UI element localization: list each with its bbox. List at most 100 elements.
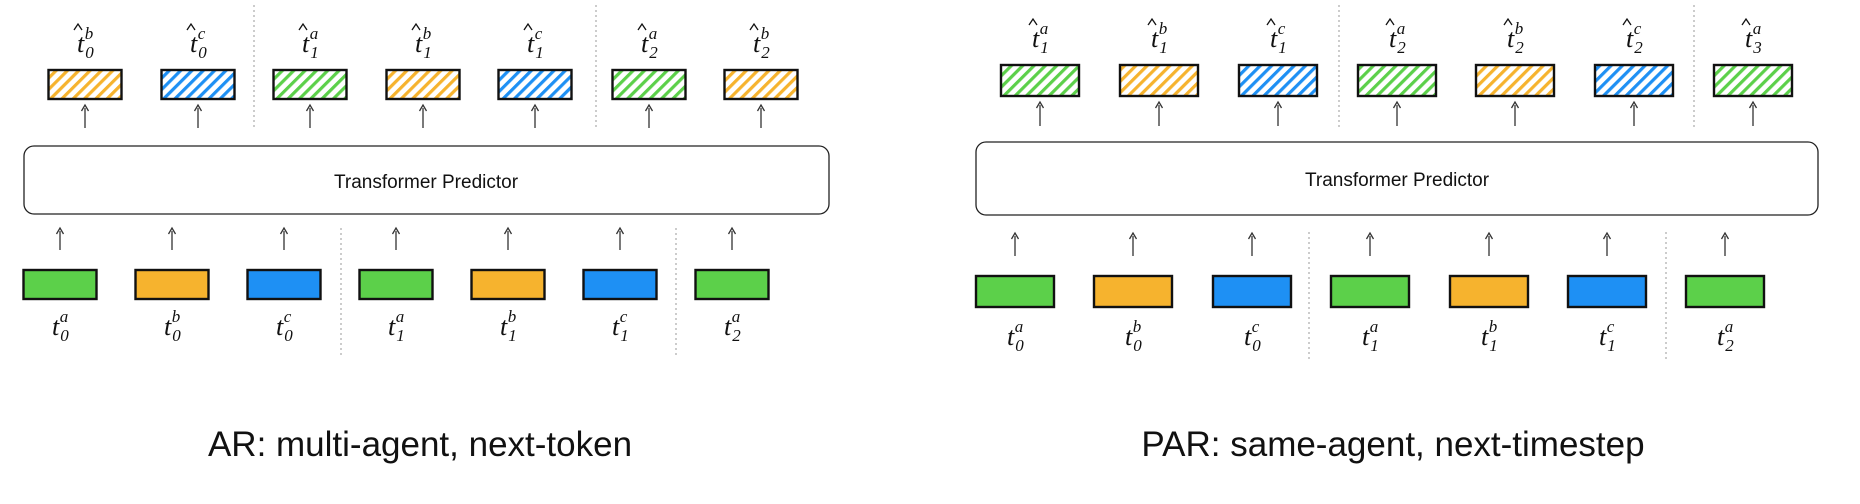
predicted-token: t0b: [47, 22, 123, 128]
up-arrow-icon: [1484, 231, 1494, 256]
input-token: t1a: [1329, 231, 1411, 355]
predicted-token-label: t0b: [77, 24, 94, 62]
hat-accent-icon: [186, 22, 196, 31]
timestep-dividers: [1308, 5, 1695, 362]
input-token: t1a: [358, 226, 434, 345]
predicted-token-box-a: [611, 68, 687, 101]
input-token-label: t1a: [388, 307, 405, 345]
input-token-label: t2a: [1717, 317, 1734, 355]
input-token-box-b: [134, 268, 210, 301]
hat-accent-icon: [1741, 17, 1751, 26]
up-arrow-icon: [530, 103, 540, 128]
input-token-box-c: [1566, 274, 1648, 309]
input-token-label: t0b: [1125, 317, 1142, 355]
input-token-label: t0c: [1244, 317, 1261, 355]
predicted-token-box-c: [1593, 63, 1675, 98]
transformer-predictor-box: [23, 145, 830, 215]
input-token-box-a: [694, 268, 770, 301]
predicted-token: t0c: [160, 22, 236, 128]
input-token-box-b: [1448, 274, 1530, 309]
up-arrow-icon: [503, 226, 513, 250]
input-token-box-a: [22, 268, 98, 301]
input-token-label: t1a: [1362, 317, 1379, 355]
up-arrow-icon: [1365, 231, 1375, 256]
up-arrow-icon: [279, 226, 289, 250]
up-arrow-icon: [644, 103, 654, 128]
predicted-token: t1b: [385, 22, 461, 128]
hat-accent-icon: [298, 22, 308, 31]
input-token: t0c: [246, 226, 322, 345]
input-token-box-a: [1329, 274, 1411, 309]
transformer-predictor-label: Transformer Predictor: [334, 172, 519, 193]
predicted-token: t2a: [1356, 17, 1438, 126]
predicted-token-box-b: [1118, 63, 1200, 98]
predicted-token: t1b: [1118, 17, 1200, 126]
up-arrow-icon: [1273, 100, 1283, 126]
hat-accent-icon: [523, 22, 533, 31]
predicted-token: t3a: [1712, 17, 1794, 126]
up-arrow-icon: [391, 226, 401, 250]
input-token-box-a: [1684, 274, 1766, 309]
input-token-label: t1b: [500, 307, 517, 345]
predicted-token-box-b: [385, 68, 461, 101]
up-arrow-icon: [305, 103, 315, 128]
predicted-token-box-b: [1474, 63, 1556, 98]
predicted-token-box-a: [1356, 63, 1438, 98]
predicted-token-box-a: [999, 63, 1081, 98]
input-token-label: t0b: [164, 307, 181, 345]
panel-par: Transformer Predictor PAR: same-agent, n…: [974, 5, 1819, 464]
input-token-label: t1c: [612, 307, 629, 345]
hat-accent-icon: [1622, 17, 1632, 26]
predicted-token-label: t2a: [1389, 19, 1406, 57]
hat-accent-icon: [637, 22, 647, 31]
input-token-box-a: [358, 268, 434, 301]
input-token-box-a: [974, 274, 1056, 309]
hat-accent-icon: [411, 22, 421, 31]
hat-accent-icon: [1028, 17, 1038, 26]
hat-accent-icon: [73, 22, 83, 31]
input-token: t1b: [470, 226, 546, 345]
up-arrow-icon: [1602, 231, 1612, 256]
predicted-token-box-b: [47, 68, 123, 101]
transformer-predictor-box: [975, 141, 1819, 216]
input-token-label: t0c: [276, 307, 293, 345]
panel-caption: PAR: same-agent, next-timestep: [1141, 425, 1644, 464]
predicted-token-label: t0c: [190, 24, 207, 62]
up-arrow-icon: [1154, 100, 1164, 126]
input-token: t0a: [22, 226, 98, 345]
predicted-token-box-b: [723, 68, 799, 101]
input-token: t1c: [582, 226, 658, 345]
input-token-box-b: [1092, 274, 1174, 309]
hat-accent-icon: [1266, 17, 1276, 26]
input-token: t1b: [1448, 231, 1530, 355]
predicted-token-label: t3a: [1745, 19, 1762, 57]
input-token: t0a: [974, 231, 1056, 355]
predicted-token-box-a: [272, 68, 348, 101]
predicted-token: t1a: [999, 17, 1081, 126]
up-arrow-icon: [615, 226, 625, 250]
up-arrow-icon: [167, 226, 177, 250]
predicted-token-label: t1b: [1151, 19, 1168, 57]
predicted-token-label: t1a: [1032, 19, 1049, 57]
up-arrow-icon: [1247, 231, 1257, 256]
predicted-token-label: t2b: [753, 24, 770, 62]
predicted-token-label: t2b: [1507, 19, 1524, 57]
input-token: t0b: [1092, 231, 1174, 355]
input-token: t0c: [1211, 231, 1293, 355]
up-arrow-icon: [756, 103, 766, 128]
hat-accent-icon: [1147, 17, 1157, 26]
up-arrow-icon: [55, 226, 65, 250]
predicted-token-label: t1c: [527, 24, 544, 62]
input-token-label: t0a: [1007, 317, 1024, 355]
hat-accent-icon: [749, 22, 759, 31]
predicted-token: t1c: [1237, 17, 1319, 126]
panel-ar: Transformer Predictor AR: multi-agent, n…: [22, 5, 830, 464]
predicted-token-box-c: [160, 68, 236, 101]
up-arrow-icon: [1629, 100, 1639, 126]
input-token-label: t0a: [52, 307, 69, 345]
predicted-token-box-c: [497, 68, 573, 101]
input-token-box-c: [1211, 274, 1293, 309]
